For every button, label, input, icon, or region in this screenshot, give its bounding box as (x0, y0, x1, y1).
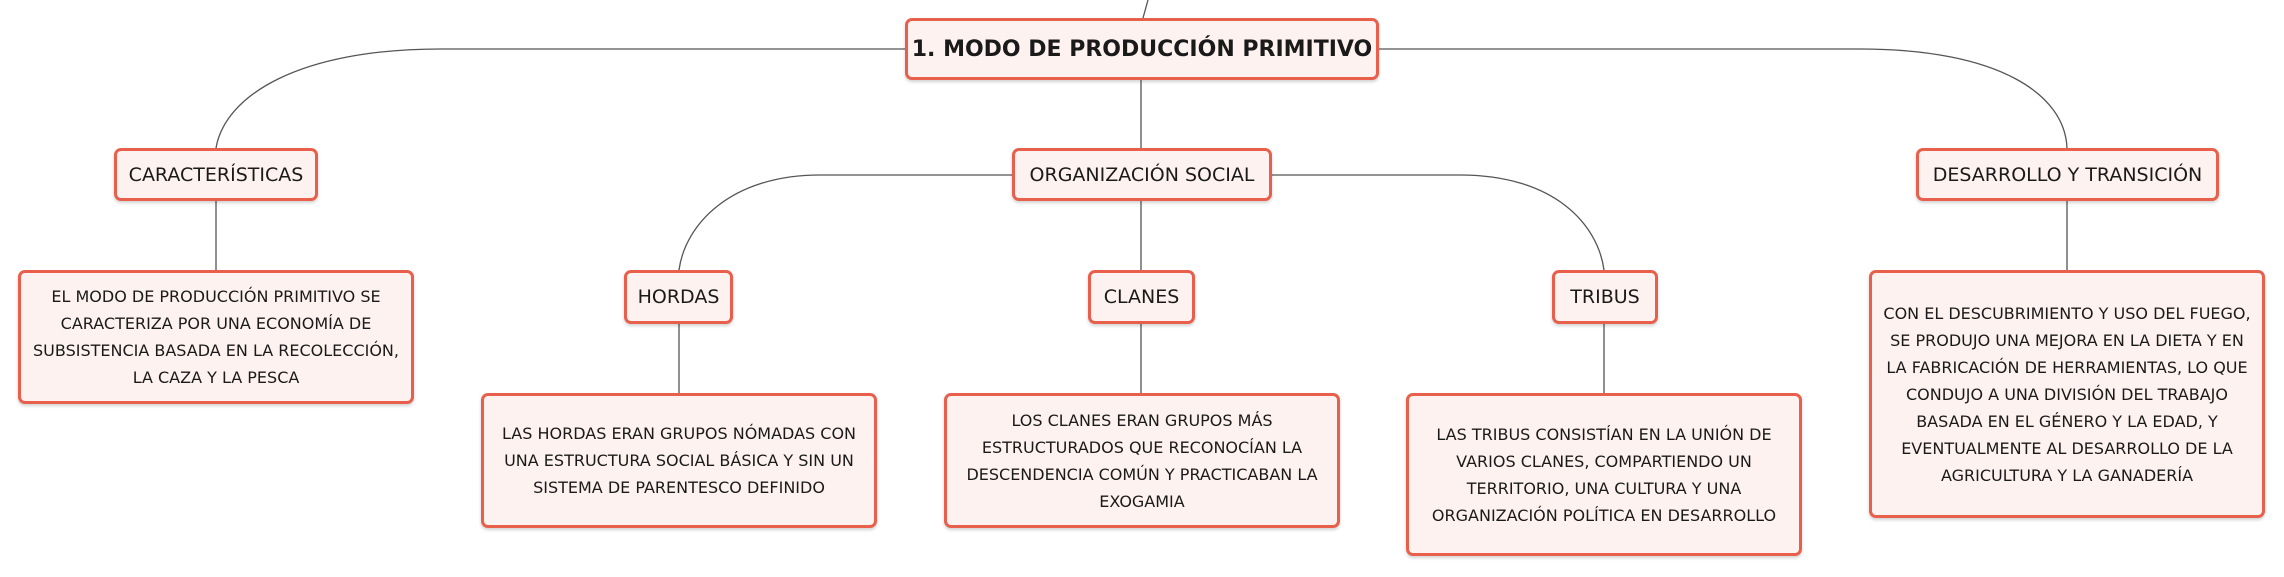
branch-desarrollo-transicion[interactable]: DESARROLLO Y TRANSICIÓN (1916, 148, 2219, 201)
connector-organizacion-tribus (1270, 174, 1605, 271)
connector-root-caracteristicas (215, 48, 906, 149)
branch-caracteristicas-label: CARACTERÍSTICAS (128, 163, 304, 186)
detail-hordas[interactable]: LAS HORDAS ERAN GRUPOS NÓMADAS CON UNA E… (481, 393, 877, 528)
node-tribus-label: TRIBUS (1570, 286, 1640, 308)
branch-organizacion-social[interactable]: ORGANIZACIÓN SOCIAL (1012, 148, 1272, 201)
detail-tribus[interactable]: LAS TRIBUS CONSISTÍAN EN LA UNIÓN DE VAR… (1406, 393, 1802, 556)
node-hordas[interactable]: HORDAS (624, 270, 733, 324)
root-label: 1. MODO DE PRODUCCIÓN PRIMITIVO (911, 36, 1373, 62)
detail-caracteristicas-text: EL MODO DE PRODUCCIÓN PRIMITIVO SE CARAC… (33, 287, 399, 387)
connector-root-desarrollo (1378, 48, 2068, 149)
node-tribus[interactable]: TRIBUS (1552, 270, 1658, 324)
node-clanes-label: CLANES (1103, 286, 1180, 308)
detail-desarrollo-transicion-text: CON EL DESCUBRIMIENTO Y USO DEL FUEGO, S… (1883, 303, 2251, 485)
detail-tribus-text: LAS TRIBUS CONSISTÍAN EN LA UNIÓN DE VAR… (1431, 424, 1777, 525)
branch-desarrollo-transicion-label: DESARROLLO Y TRANSICIÓN (1932, 163, 2203, 186)
detail-clanes-text: LOS CLANES ERAN GRUPOS MÁS ESTRUCTURADOS… (966, 410, 1318, 511)
branch-organizacion-social-label: ORGANIZACIÓN SOCIAL (1029, 163, 1255, 186)
node-hordas-label: HORDAS (637, 286, 720, 308)
connector-root-parent (1142, 0, 1149, 19)
root-node[interactable]: 1. MODO DE PRODUCCIÓN PRIMITIVO (905, 18, 1379, 80)
node-clanes[interactable]: CLANES (1088, 270, 1195, 324)
detail-hordas-text: LAS HORDAS ERAN GRUPOS NÓMADAS CON UNA E… (502, 424, 856, 497)
branch-caracteristicas[interactable]: CARACTERÍSTICAS (114, 148, 318, 201)
detail-desarrollo-transicion[interactable]: CON EL DESCUBRIMIENTO Y USO DEL FUEGO, S… (1869, 270, 2265, 518)
connector-organizacion-hordas (678, 174, 1014, 271)
detail-clanes[interactable]: LOS CLANES ERAN GRUPOS MÁS ESTRUCTURADOS… (944, 393, 1340, 528)
detail-caracteristicas[interactable]: EL MODO DE PRODUCCIÓN PRIMITIVO SE CARAC… (18, 270, 414, 404)
